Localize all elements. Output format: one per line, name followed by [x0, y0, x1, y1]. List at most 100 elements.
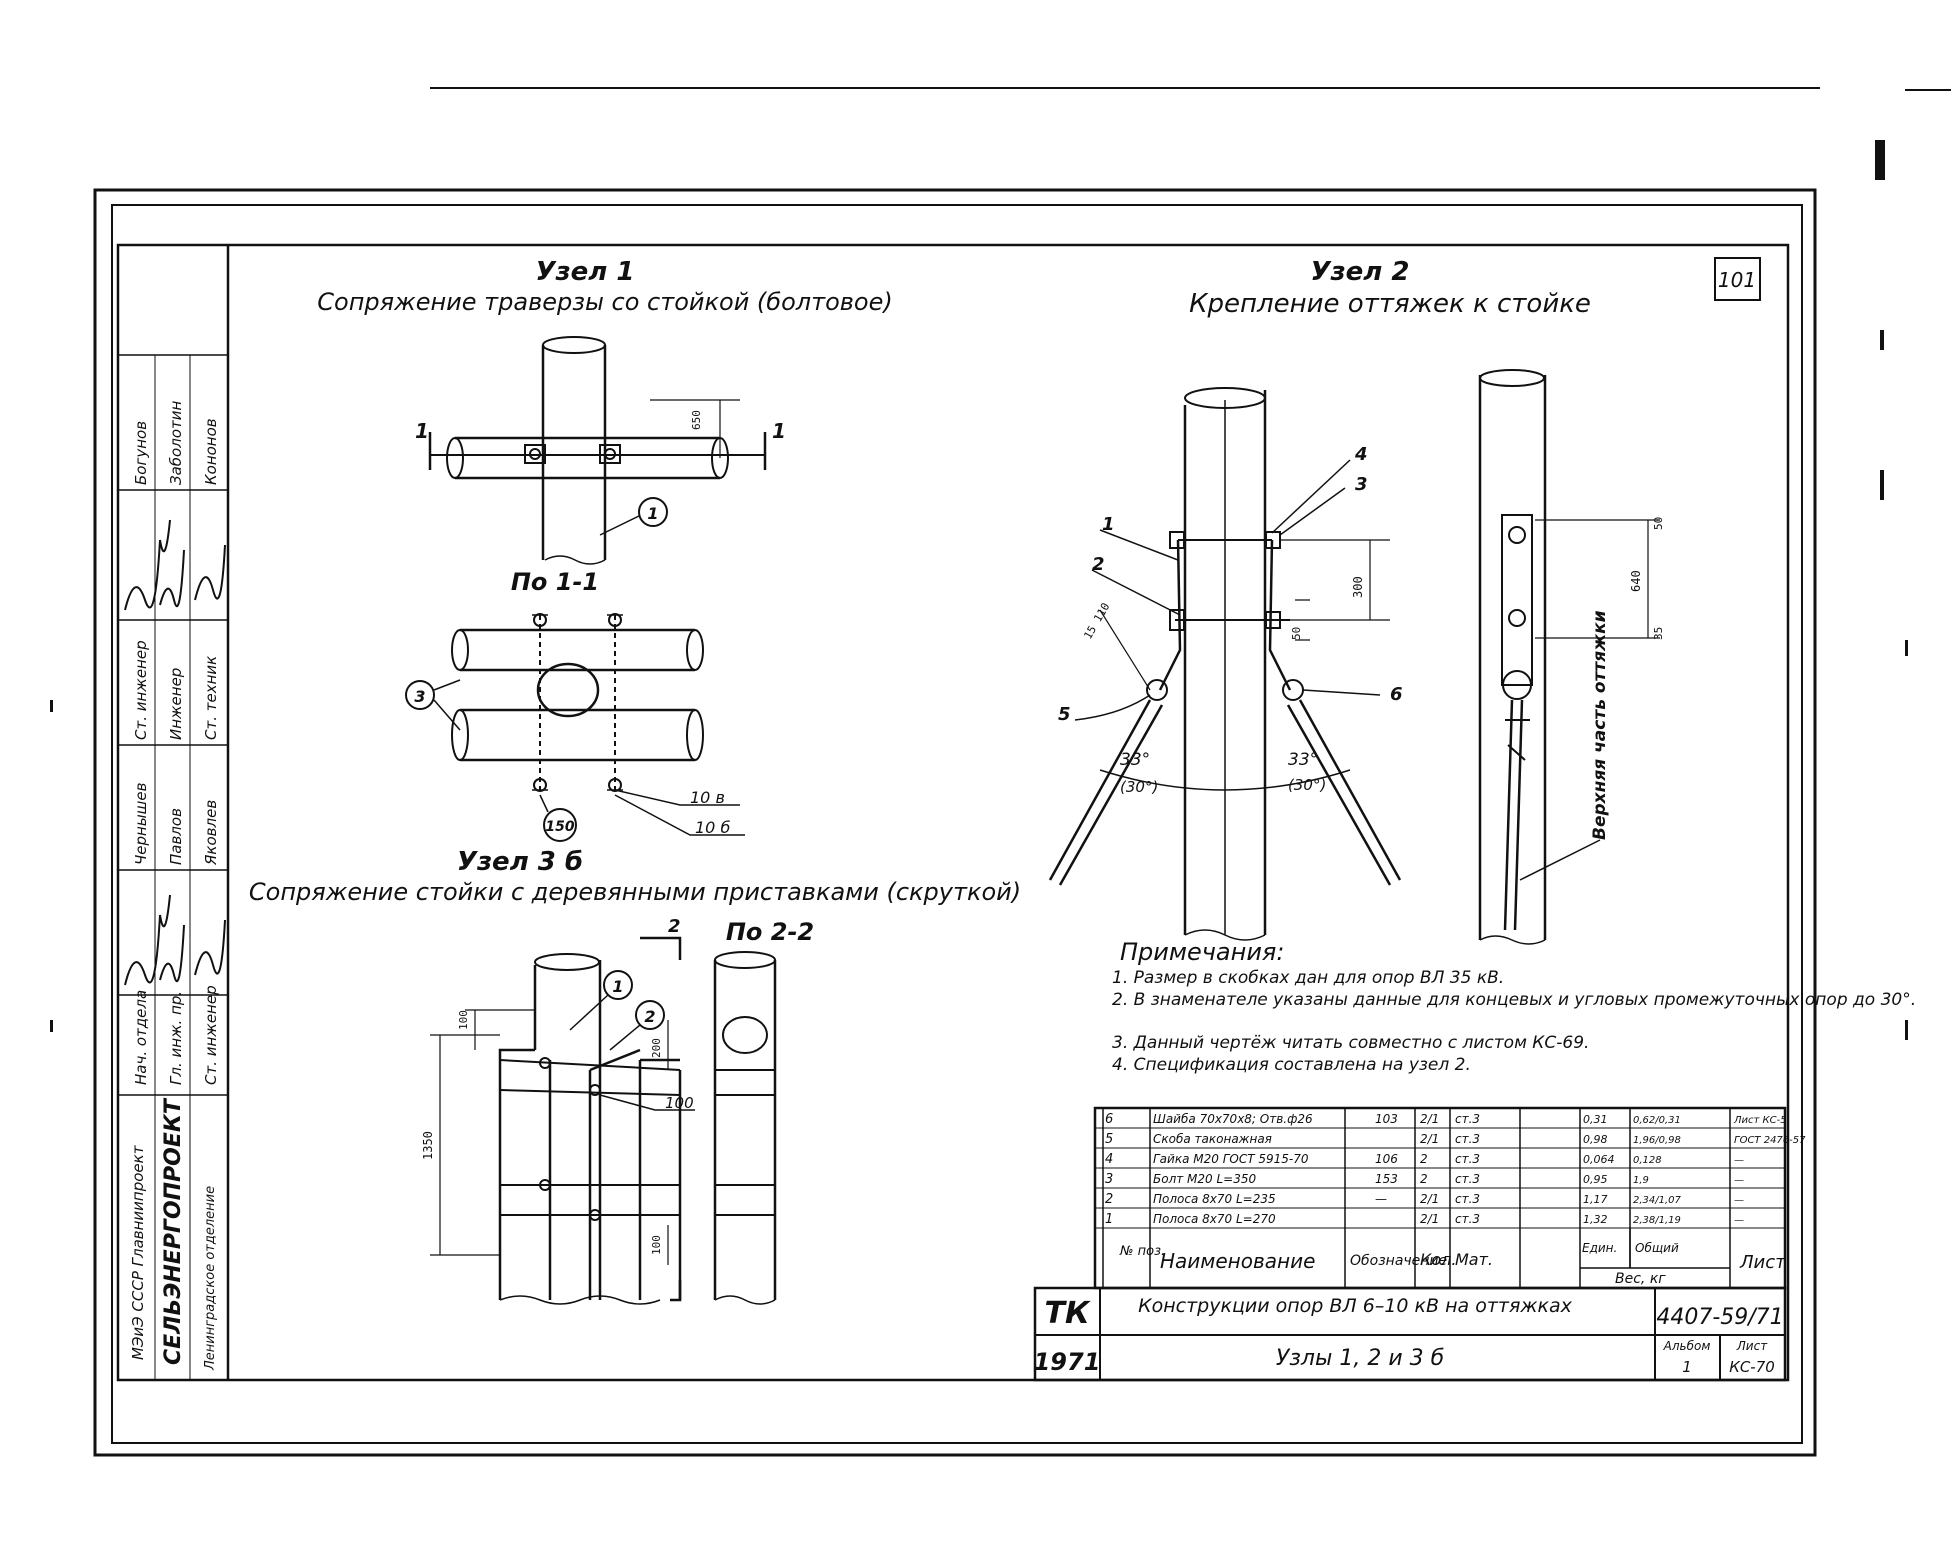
notes-block: Примечания: 1. Размер в скобках дан для … [1112, 938, 1916, 1075]
svg-text:Богунов: Богунов [132, 421, 150, 485]
svg-text:Ст. инженер: Ст. инженер [132, 640, 150, 740]
node2-title: Узел 2 [1311, 257, 1410, 287]
svg-text:50: 50 [1652, 517, 1665, 530]
svg-text:1: 1 [612, 977, 623, 996]
svg-text:Лист: Лист [1739, 1252, 1786, 1273]
sheet-title: Узлы 1, 2 и 3 б [1276, 1346, 1444, 1371]
spec-cell-qty: 2/1 [1420, 1212, 1439, 1226]
svg-text:(30°): (30°) [1288, 776, 1326, 794]
svg-text:Павлов: Павлов [167, 808, 185, 865]
spec-cell-total: 0,62/0,31 [1633, 1115, 1681, 1126]
spec-cell-mat: ст.3 [1455, 1112, 1480, 1126]
spec-cell-pos: 2 [1105, 1192, 1113, 1207]
spec-cell-unit: 0,064 [1583, 1153, 1615, 1166]
svg-text:100: 100 [665, 1094, 694, 1112]
node1-drawing: Узел 1 Сопряжение траверзы со стойкой (б… [317, 257, 893, 842]
spec-cell-name: Полоса 8х70 L=235 [1153, 1192, 1276, 1206]
svg-text:3: 3 [414, 687, 425, 706]
svg-text:Альбом: Альбом [1663, 1339, 1711, 1353]
svg-text:300: 300 [1351, 576, 1365, 598]
svg-text:1. Размер в скобках дан для оп: 1. Размер в скобках дан для опор ВЛ 35 к… [1112, 968, 1504, 988]
svg-text:Заболотин: Заболотин [167, 401, 185, 485]
spec-cell-mat: ст.3 [1455, 1192, 1480, 1206]
svg-text:2: 2 [1092, 554, 1105, 575]
notes-heading: Примечания: [1120, 938, 1284, 966]
spec-rows: 6 Шайба 70х70х8; Отв.ф26 103 2/1 ст.3 0,31 0,6… [1105, 1112, 1806, 1227]
spec-cell-pos: 3 [1105, 1172, 1113, 1187]
node3-section-label: По 2-2 [726, 918, 814, 946]
svg-text:2: 2 [644, 1007, 655, 1026]
svg-text:Кол.: Кол. [1420, 1250, 1456, 1269]
svg-text:Яковлев: Яковлев [202, 800, 220, 866]
svg-text:Ст. техник: Ст. техник [202, 656, 220, 740]
side-view-label: Верхняя часть оттяжки [1590, 610, 1610, 840]
side-stamp: МЭиЭ СССР Главниипроект СЕЛЬЭНЕРГОПРОЕКТ… [118, 245, 230, 1380]
svg-text:1350: 1350 [421, 1131, 435, 1160]
spec-cell-unit: 0,98 [1583, 1133, 1608, 1146]
sheet-number: 101 [1718, 268, 1756, 292]
svg-text:10 в: 10 в [690, 788, 725, 807]
svg-text:1: 1 [772, 419, 786, 443]
svg-text:5: 5 [1058, 704, 1071, 725]
spec-cell-pos: 6 [1105, 1112, 1113, 1127]
svg-text:2: 2 [668, 916, 681, 937]
tk-label: ТК [1045, 1296, 1091, 1331]
node2-subtitle: Крепление оттяжек к стойке [1189, 289, 1591, 319]
svg-text:(30°): (30°) [1120, 778, 1158, 796]
spec-cell-mat: ст.3 [1455, 1212, 1480, 1226]
spec-cell-mark: 106 [1375, 1152, 1398, 1166]
svg-text:4: 4 [1354, 444, 1368, 465]
spec-cell-name: Скоба таконажная [1153, 1132, 1272, 1146]
spec-cell-sheet: ГОСТ 2476-57 [1734, 1135, 1806, 1146]
outer-frame [93, 188, 1817, 1457]
node3-drawing: Узел 3 б Сопряжение стойки с деревянными… [249, 847, 1021, 1305]
spec-cell-total: 1,96/0,98 [1633, 1135, 1681, 1146]
svg-text:Ленинградское отделение: Ленинградское отделение [203, 1186, 218, 1371]
svg-text:50: 50 [1290, 627, 1303, 640]
node1-title: Узел 1 [536, 257, 635, 287]
svg-text:Мат.: Мат. [1455, 1250, 1493, 1269]
spec-cell-mark: 103 [1375, 1112, 1398, 1126]
spec-cell-name: Шайба 70х70х8; Отв.ф26 [1153, 1112, 1313, 1126]
spec-cell-pos: 4 [1105, 1152, 1113, 1167]
svg-text:Вес, кг: Вес, кг [1615, 1271, 1666, 1287]
spec-cell-mark: 153 [1375, 1172, 1398, 1186]
node1-section-label: По 1-1 [511, 568, 599, 596]
spec-cell-mark: — [1375, 1192, 1387, 1206]
spec-cell-mat: ст.3 [1455, 1152, 1480, 1166]
node2-drawing: Узел 2 Крепление оттяжек к стойке 33° (3… [1048, 257, 1665, 945]
svg-text:Един.: Един. [1582, 1241, 1617, 1255]
svg-text:2. В знаменателе указаны данны: 2. В знаменателе указаны данные для конц… [1112, 990, 1916, 1010]
svg-text:Общий: Общий [1635, 1241, 1679, 1255]
svg-text:4. Спецификация составлена на: 4. Спецификация составлена на узел 2. [1112, 1055, 1471, 1075]
svg-text:3. Данный чертёж читать совмес: 3. Данный чертёж читать совместно с лист… [1112, 1033, 1589, 1053]
spec-cell-pos: 5 [1105, 1132, 1113, 1147]
svg-text:Ст. инженер: Ст. инженер [202, 985, 220, 1085]
spec-cell-pos: 1 [1105, 1212, 1113, 1227]
drawing-code: 4407-59/71 [1656, 1305, 1783, 1330]
spec-cell-unit: 0,31 [1583, 1113, 1608, 1126]
spec-cell-unit: 1,17 [1583, 1193, 1608, 1206]
svg-text:15 110: 15 110 [1081, 601, 1112, 642]
svg-text:№ поз.: № поз. [1119, 1244, 1165, 1259]
node3-subtitle: Сопряжение стойки с деревянными приставк… [249, 878, 1021, 906]
spec-cell-qty: 2 [1420, 1172, 1428, 1186]
node1-subtitle: Сопряжение траверзы со стойкой (болтовое… [317, 288, 892, 316]
scan-specks [50, 140, 1908, 1040]
svg-text:10 б: 10 б [695, 818, 730, 837]
spec-cell-mat: ст.3 [1455, 1132, 1480, 1146]
org-name: СЕЛЬЭНЕРГОПРОЕКТ [161, 1097, 186, 1365]
svg-text:100: 100 [650, 1235, 663, 1255]
spec-cell-mat: ст.3 [1455, 1172, 1480, 1186]
spec-cell-sheet: — [1734, 1195, 1744, 1206]
svg-text:35: 35 [1652, 627, 1665, 640]
svg-text:1: 1 [415, 419, 429, 443]
svg-text:Кононов: Кононов [202, 418, 220, 485]
spec-cell-sheet: — [1734, 1155, 1744, 1166]
spec-cell-name: Болт М20 L=350 [1153, 1172, 1256, 1186]
project-title: Конструкции опор ВЛ 6–10 кВ на оттяжках [1138, 1295, 1573, 1317]
year-label: 1971 [1034, 1348, 1101, 1376]
spec-cell-total: 0,128 [1633, 1155, 1662, 1166]
spec-cell-sheet: Лист КС-5 [1733, 1115, 1787, 1126]
svg-text:МЭиЭ СССР Главниипроект: МЭиЭ СССР Главниипроект [129, 1144, 147, 1360]
